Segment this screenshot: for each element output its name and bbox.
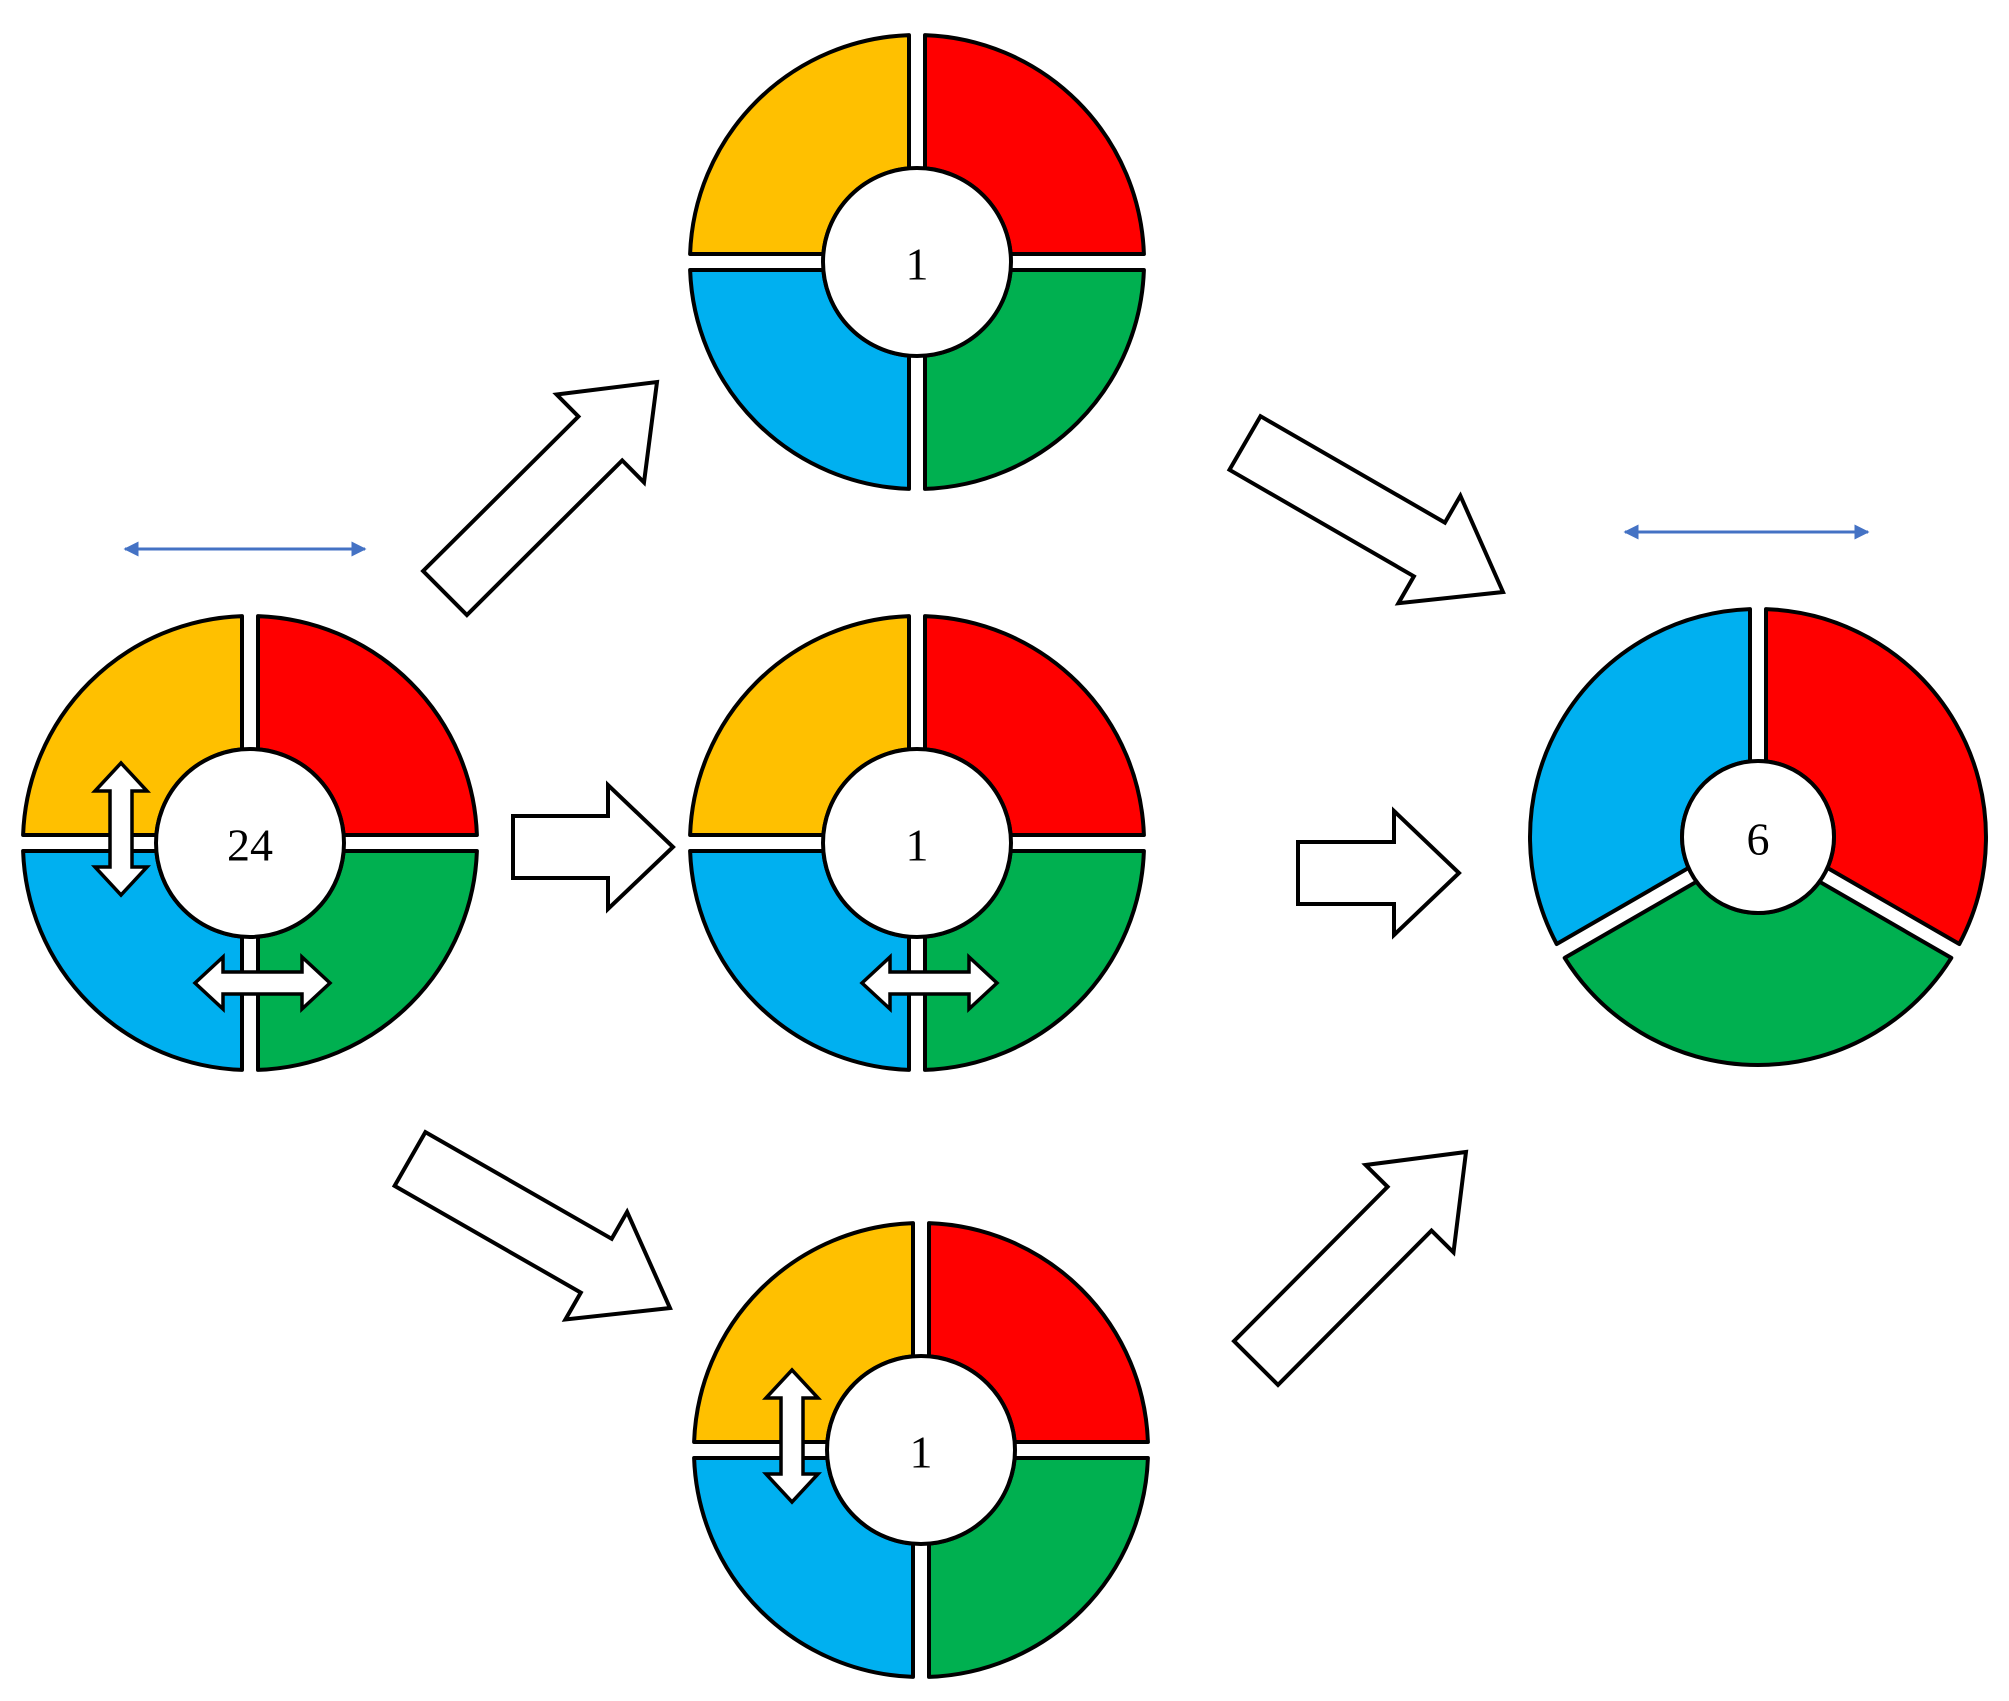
double-arrow-horizontal-icon [192, 952, 333, 1014]
wheel-segments [688, 614, 1146, 1072]
flow-arrow-start-to-top [420, 379, 660, 618]
wheel-result: 6 [1528, 607, 1988, 1067]
flow-arrows [391, 379, 1506, 1388]
wheel-segments [688, 33, 1146, 491]
swap-icons [90, 760, 1000, 1505]
indicators [123, 524, 1870, 557]
wheel-segments [1528, 607, 1988, 1067]
wheel-count: 1 [906, 820, 929, 871]
flow-arrow-start-to-middle [511, 780, 676, 914]
wheel-top: 1 [688, 33, 1146, 491]
wheel-start: 24 [21, 614, 479, 1072]
wheel-hub [821, 747, 1013, 939]
double-arrow-horizontal-icon [859, 952, 1000, 1014]
wheel-segments [21, 614, 479, 1072]
wheel-hub [1680, 759, 1836, 915]
wheel-count: 1 [906, 239, 929, 290]
wheel-count: 24 [227, 820, 273, 871]
double-arrow-vertical-icon [90, 760, 152, 898]
wheel-bottom: 1 [692, 1221, 1150, 1679]
flow-arrow-bottom-to-result [1231, 1149, 1469, 1388]
wheel-count: 6 [1747, 814, 1770, 865]
double-arrow-vertical-icon [761, 1367, 823, 1505]
flow-arrow-start-to-bottom [391, 1129, 673, 1322]
wheel-middle: 1 [688, 614, 1146, 1072]
flow-arrow-middle-to-result [1296, 806, 1462, 940]
wheel-hub [821, 166, 1013, 358]
wheel-count: 1 [910, 1427, 933, 1478]
flow-arrow-top-to-result [1226, 413, 1506, 606]
wheel-hub [154, 747, 346, 939]
wheel-hub [825, 1354, 1017, 1546]
